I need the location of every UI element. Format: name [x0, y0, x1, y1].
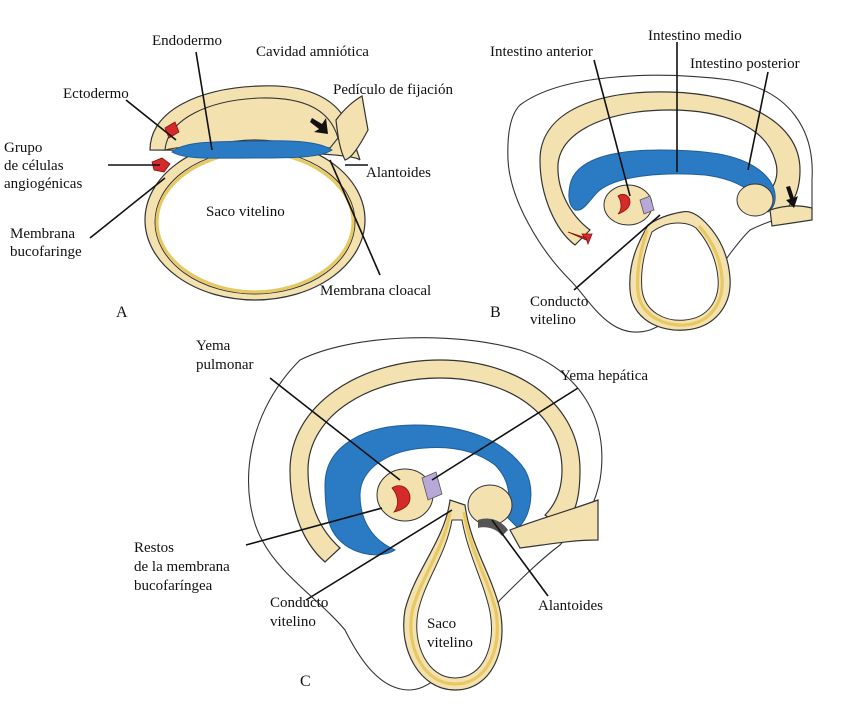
label-grupo-1: Grupo — [4, 140, 42, 156]
label-grupo-3: angiogénicas — [4, 176, 82, 192]
label-restos-3: bucofaríngea — [134, 578, 213, 594]
panel-b-outer-boundary — [507, 74, 813, 333]
label-saco-vitelino-a: Saco vitelino — [206, 204, 285, 220]
label-ectodermo: Ectodermo — [63, 86, 129, 102]
panel-c-leaders — [245, 377, 579, 601]
panel-label-c: C — [300, 673, 311, 690]
panel-label-b: B — [490, 304, 501, 321]
label-membrana-cloacal: Membrana cloacal — [320, 283, 431, 299]
label-alantoides-a: Alantoides — [366, 165, 431, 181]
panel-a-stalk — [335, 95, 369, 161]
label-conducto-b-1: Conducto — [530, 294, 588, 310]
panel-c-figure — [248, 337, 603, 691]
panel-label-a: A — [116, 304, 128, 321]
label-conducto-c-2: vitelino — [270, 614, 316, 630]
label-restos-2: de la membrana — [134, 559, 230, 575]
panel-b-amnion — [539, 91, 801, 246]
panel-c-outer-boundary — [248, 337, 603, 691]
label-conducto-b-2: vitelino — [530, 312, 576, 328]
panel-a-angiogenic-cells — [151, 157, 171, 173]
label-alantoides-c: Alantoides — [538, 598, 603, 614]
panel-a-yolk-sac-inner — [154, 149, 356, 295]
panel-b-black-arrow-icon — [786, 186, 798, 208]
panel-b-leaders — [573, 42, 769, 291]
panel-b-heart-red — [617, 194, 631, 215]
label-saco-c-1: Saco — [427, 616, 456, 632]
panel-c-amnion — [289, 359, 581, 563]
label-pediculo: Pedículo de fijación — [333, 82, 453, 98]
panel-a-arrow-icon — [310, 118, 328, 134]
label-cavidad-amniotica: Cavidad amniótica — [256, 44, 369, 60]
label-saco-c-2: vitelino — [427, 635, 473, 651]
panel-a-figure — [144, 85, 369, 301]
panel-b-figure — [507, 74, 813, 333]
label-conducto-c-1: Conducto — [270, 595, 328, 611]
label-restos-1: Restos — [134, 540, 174, 556]
label-yema-hepatica: Yema hepática — [560, 368, 648, 384]
label-membrana-1: Membrana — [10, 226, 75, 242]
label-intestino-posterior: Intestino posterior — [690, 56, 800, 72]
label-intestino-medio: Intestino medio — [648, 28, 742, 44]
panel-c-heart-red — [391, 485, 411, 513]
label-intestino-anterior: Intestino anterior — [490, 44, 593, 60]
panel-a-endoderm — [171, 140, 333, 159]
label-grupo-2: de células — [4, 158, 64, 174]
panel-c-gut-tube — [324, 424, 532, 556]
label-endodermo: Endodermo — [152, 33, 222, 49]
label-yema-pulmonar-2: pulmonar — [196, 357, 254, 373]
label-membrana-2: bucofaringe — [10, 244, 82, 260]
panel-a-leaders — [89, 51, 381, 276]
panel-b-red-arrow-icon — [567, 231, 593, 246]
label-yema-pulmonar-1: Yema — [196, 338, 231, 354]
